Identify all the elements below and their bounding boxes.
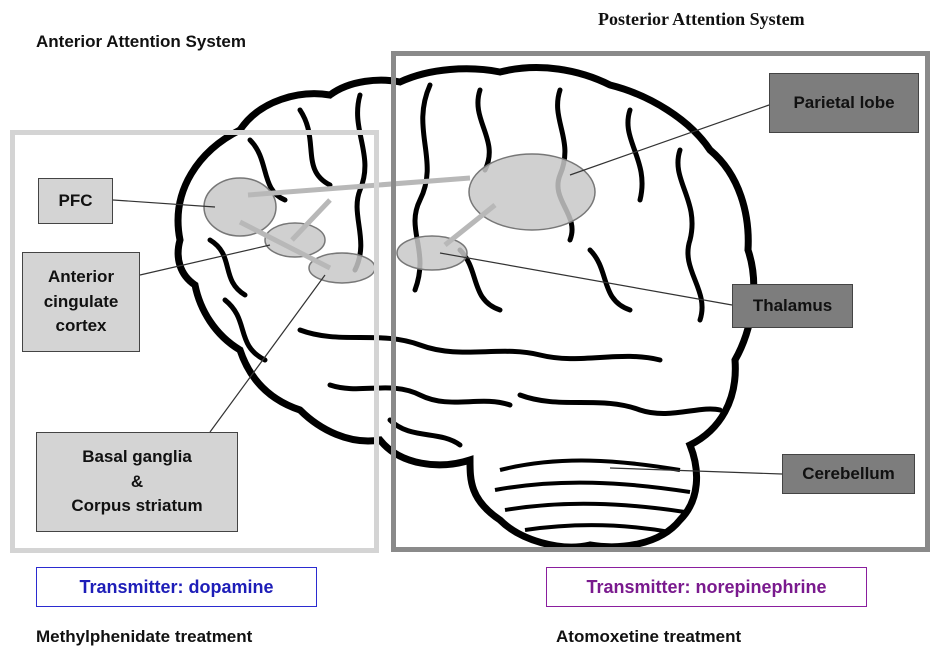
- thalamus-label: Thalamus: [732, 284, 853, 328]
- dopamine-transmitter-box: Transmitter: dopamine: [36, 567, 317, 607]
- basal-ganglia-text: Basal ganglia & Corpus striatum: [71, 445, 202, 519]
- methylphenidate-treatment-label: Methylphenidate treatment: [36, 627, 252, 647]
- anterior-system-title: Anterior Attention System: [36, 32, 246, 52]
- atomoxetine-treatment-label: Atomoxetine treatment: [556, 627, 741, 647]
- parietal-lobe-label: Parietal lobe: [769, 73, 919, 133]
- basal-ganglia-line-2: &: [71, 470, 202, 495]
- anterior-cingulate-cortex-label: Anterior cingulate cortex: [22, 252, 140, 352]
- cerebellum-label: Cerebellum: [782, 454, 915, 494]
- pfc-label: PFC: [38, 178, 113, 224]
- anterior-cingulate-cortex-text: Anterior cingulate cortex: [36, 265, 126, 339]
- basal-ganglia-label: Basal ganglia & Corpus striatum: [36, 432, 238, 532]
- basal-ganglia-line-1: Basal ganglia: [71, 445, 202, 470]
- norepinephrine-transmitter-box: Transmitter: norepinephrine: [546, 567, 867, 607]
- posterior-system-title: Posterior Attention System: [598, 9, 805, 30]
- basal-ganglia-line-3: Corpus striatum: [71, 494, 202, 519]
